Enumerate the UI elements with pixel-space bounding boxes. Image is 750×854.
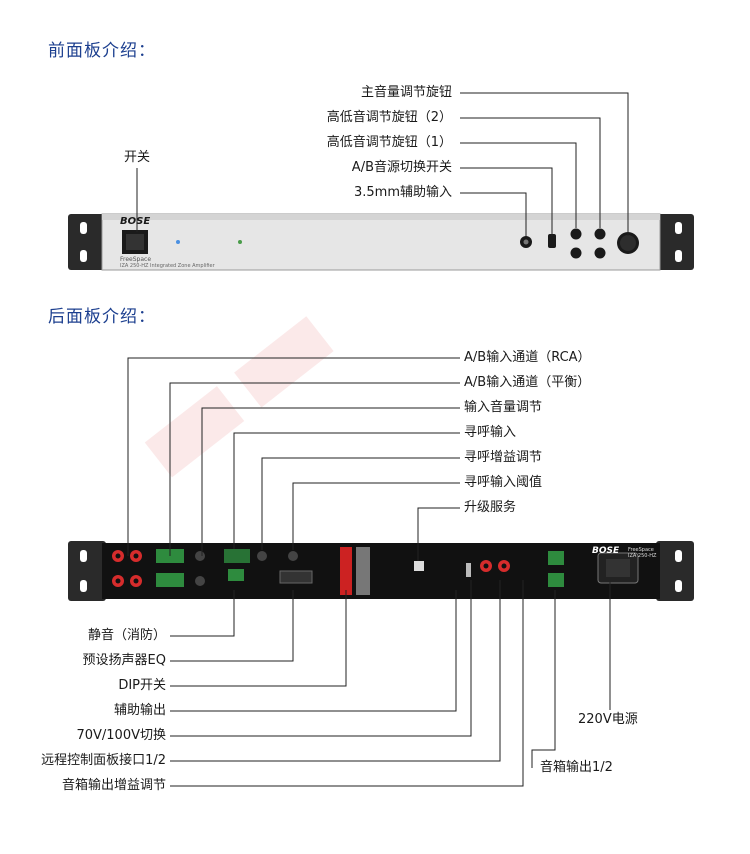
label-page-threshold: 寻呼输入阈值 — [464, 475, 543, 490]
label-upgrade-service: 升级服务 — [464, 500, 517, 515]
label-aux-output: 辅助输出 — [113, 703, 166, 718]
label-ab-balanced: A/B输入通道（平衡） — [464, 375, 591, 390]
label-page-input: 寻呼输入 — [464, 425, 517, 440]
rear-model-line1: FreeSpace — [628, 547, 654, 553]
label-speaker-eq: 预设扬声器EQ — [82, 653, 166, 668]
label-mute-fire: 静音（消防） — [87, 628, 166, 643]
label-master-knob: 主音量调节旋钮 — [360, 85, 452, 100]
front-brand-logo: BOSE — [120, 216, 151, 227]
label-70v-100v: 70V/100V切换 — [76, 728, 166, 743]
label-tone-knob-1: 高低音调节旋钮（1） — [326, 135, 452, 150]
front-section-title: 前面板介绍： — [48, 41, 156, 61]
label-input-volume: 输入音量调节 — [464, 400, 543, 415]
label-ab-rca: A/B输入通道（RCA） — [464, 350, 591, 365]
rear-panel — [68, 541, 694, 601]
label-tone-knob-2: 高低音调节旋钮（2） — [326, 110, 452, 125]
label-speaker-gain: 音箱输出增益调节 — [61, 778, 166, 793]
front-model-line1: FreeSpace — [120, 256, 152, 263]
rear-brand-logo: BOSE — [592, 546, 620, 556]
label-dip-switch: DIP开关 — [118, 678, 166, 693]
label-speaker-output: 音箱输出1/2 — [540, 760, 613, 775]
label-remote-port: 远程控制面板接口1/2 — [41, 753, 166, 768]
label-220v-power: 220V电源 — [578, 712, 638, 727]
label-ab-switch: A/B音源切换开关 — [351, 160, 452, 175]
front-model-line2: IZA 250-HZ Integrated Zone Amplifier — [120, 263, 215, 269]
label-page-gain: 寻呼增益调节 — [464, 450, 543, 465]
rear-model-line2: IZA 250-HZ — [628, 553, 657, 559]
front-panel — [68, 213, 694, 271]
label-aux-input: 3.5mm辅助输入 — [353, 185, 452, 200]
label-power-switch: 开关 — [124, 150, 151, 165]
rear-section-title: 后面板介绍： — [48, 307, 156, 327]
